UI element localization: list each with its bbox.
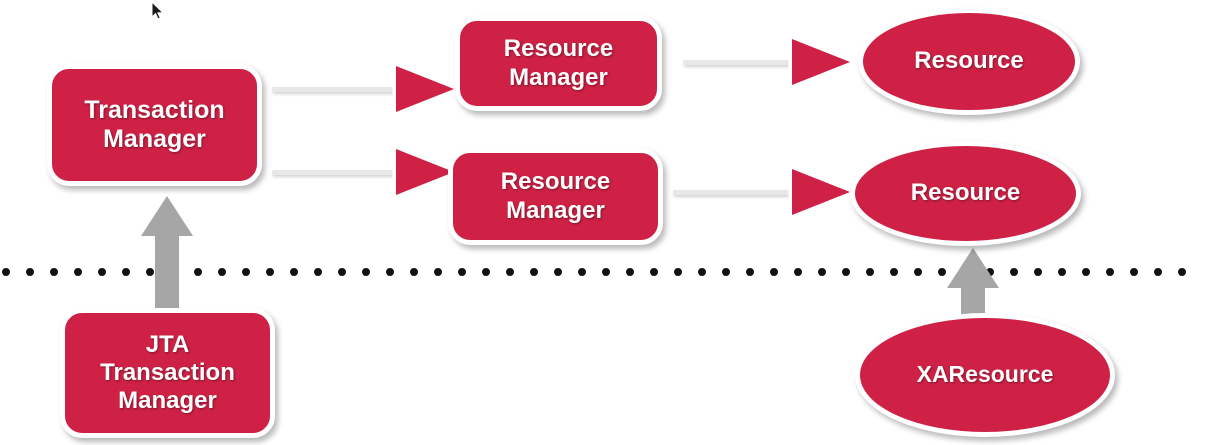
divider-dot <box>674 268 682 276</box>
connector-stem <box>272 87 397 92</box>
divider-dot <box>1058 268 1066 276</box>
divider-dot <box>794 268 802 276</box>
divider-dot <box>98 268 106 276</box>
divider-dot <box>842 268 850 276</box>
divider-dot <box>866 268 874 276</box>
divider-dot <box>434 268 442 276</box>
connector-jta-transaction-manager-to-transaction-manager <box>139 196 195 314</box>
divider-dot <box>1106 268 1114 276</box>
node-resource-1[interactable]: Resource <box>858 8 1080 115</box>
connector-transaction-manager-to-resource-manager-1 <box>272 62 458 116</box>
divider-dot <box>482 268 490 276</box>
connector-transaction-manager-to-resource-manager-2 <box>272 145 458 199</box>
divider-dot <box>410 268 418 276</box>
connector-stem <box>673 190 793 195</box>
divider-dot <box>314 268 322 276</box>
divider-dot <box>458 268 466 276</box>
divider-dot <box>698 268 706 276</box>
divider-dot <box>746 268 754 276</box>
divider-dot <box>1178 268 1186 276</box>
arrow-head-icon <box>787 165 854 219</box>
connector-xaresource-to-resource-lower <box>945 248 1001 364</box>
divider-dot <box>578 268 586 276</box>
divider-dot <box>1010 268 1018 276</box>
divider-dot <box>530 268 538 276</box>
connector-resource-manager-1-to-resource-1 <box>683 35 854 89</box>
divider-dot <box>722 268 730 276</box>
arrow-head-icon <box>391 62 458 116</box>
divider-dot <box>1034 268 1042 276</box>
divider-dot <box>650 268 658 276</box>
node-resource-2[interactable]: Resource <box>850 141 1081 246</box>
divider-dot <box>506 268 514 276</box>
divider-dot <box>914 268 922 276</box>
divider-dot <box>50 268 58 276</box>
divider-dot <box>1082 268 1090 276</box>
divider-dot <box>26 268 34 276</box>
connector-stem <box>272 170 397 175</box>
divider-dot <box>362 268 370 276</box>
node-label: Resource <box>910 179 1021 207</box>
node-label: XAResource <box>916 361 1054 388</box>
divider-dot <box>818 268 826 276</box>
divider-dot <box>242 268 250 276</box>
divider-dot <box>986 268 994 276</box>
divider-dot <box>122 268 130 276</box>
connector-resource-manager-2-to-resource-2 <box>673 165 854 219</box>
divider-dot <box>1154 268 1162 276</box>
divider-dot <box>74 268 82 276</box>
connector-stem <box>683 60 793 65</box>
divider-dot <box>938 268 946 276</box>
node-xaresource[interactable]: XAResource <box>855 313 1115 437</box>
divider-dot <box>266 268 274 276</box>
divider-dot <box>890 268 898 276</box>
divider-dot <box>218 268 226 276</box>
divider-dot <box>194 268 202 276</box>
divider-dot <box>386 268 394 276</box>
mouse-pointer-icon <box>151 1 165 21</box>
divider-dot <box>602 268 610 276</box>
divider-dot <box>146 268 154 276</box>
divider-dot <box>626 268 634 276</box>
divider-dot <box>338 268 346 276</box>
node-label: Resource <box>914 47 1024 75</box>
divider-dot <box>770 268 778 276</box>
arrow-head-icon <box>787 35 854 89</box>
divider-dot <box>1130 268 1138 276</box>
divider-dot <box>2 268 10 276</box>
divider-dot <box>554 268 562 276</box>
arrow-head-icon <box>391 145 458 199</box>
divider-dot <box>290 268 298 276</box>
